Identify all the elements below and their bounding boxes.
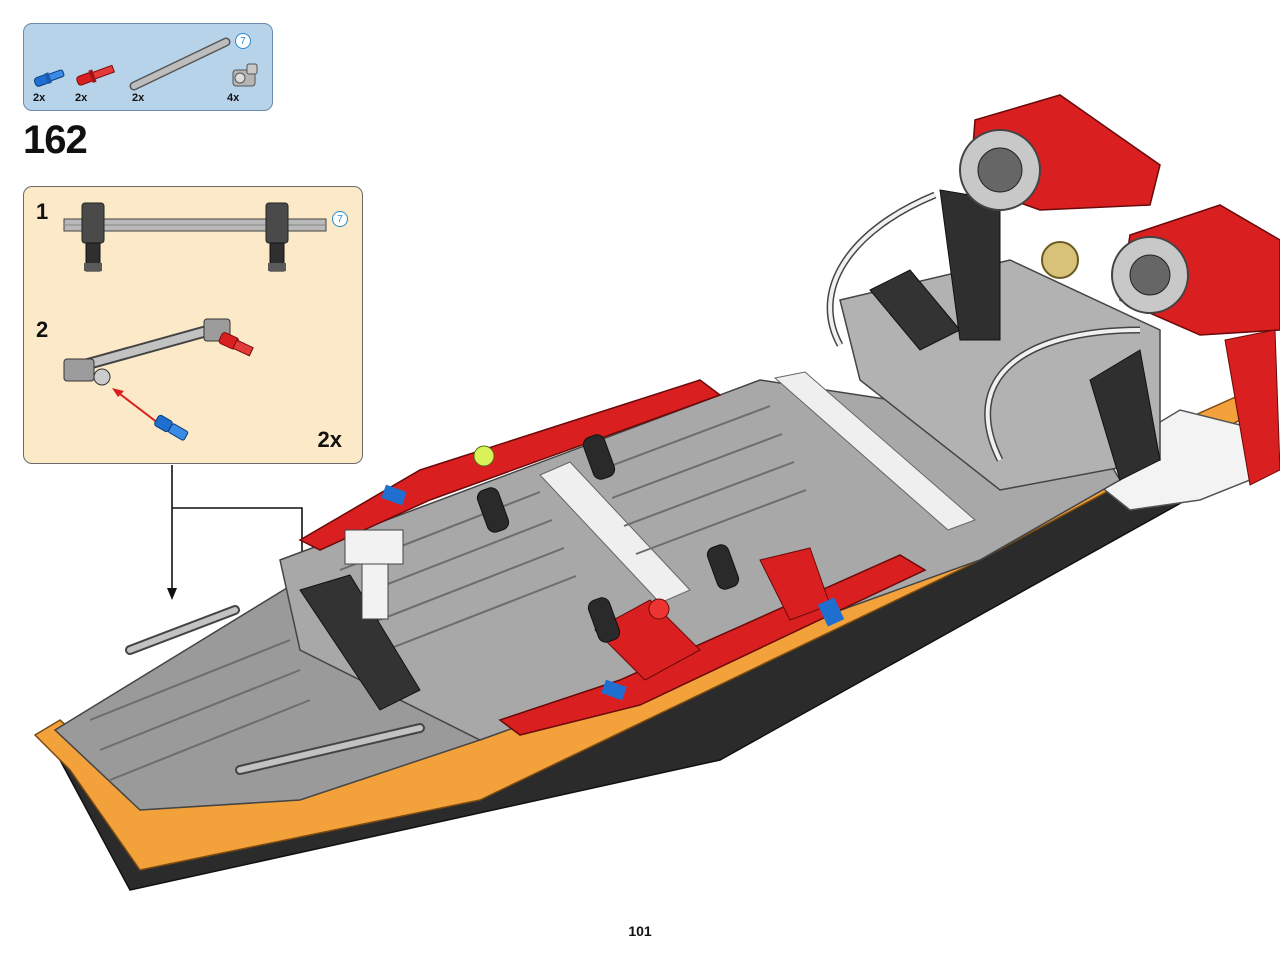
parts-qty-3: 2x bbox=[132, 92, 145, 104]
parts-qty-4: 4x bbox=[227, 92, 240, 104]
grey-axle-icon bbox=[129, 37, 231, 91]
axle-length-badge: 7 bbox=[235, 33, 251, 49]
page-number: 101 bbox=[628, 923, 652, 939]
sub-assembly-callout: 1 7 2 2x bbox=[23, 186, 363, 464]
red-axle-pin-icon bbox=[76, 64, 115, 86]
axle-with-connectors-illustration bbox=[63, 202, 327, 272]
sub-step-2-number: 2 bbox=[36, 317, 49, 342]
sub-assembly-multiplier: 2x bbox=[317, 427, 342, 452]
blue-pin-icon bbox=[33, 69, 65, 87]
parts-qty-2: 2x bbox=[75, 92, 88, 104]
axle-pin-insertion-illustration bbox=[63, 318, 254, 441]
parts-qty-1: 2x bbox=[33, 92, 46, 104]
parts-callout: 2x 2x 2x 4x 7 bbox=[23, 23, 273, 111]
sub-axle-length-badge: 7 bbox=[332, 211, 348, 227]
step-number: 162 bbox=[23, 118, 88, 162]
grey-axle-connector-icon bbox=[232, 63, 258, 87]
sub-step-1-number: 1 bbox=[36, 199, 49, 224]
